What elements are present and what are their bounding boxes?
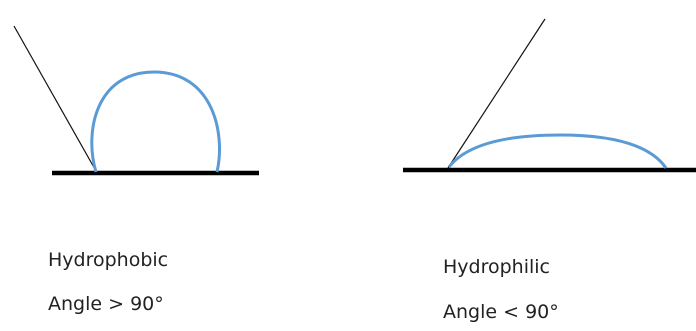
hydrophobic-tangent-line: [13, 25, 97, 172]
hydrophobic-title: Hydrophobic: [48, 249, 169, 271]
hydrophilic-angle-text: Angle < 90°: [443, 301, 559, 323]
hydrophobic-panel: [13, 25, 259, 176]
hydrophilic-title: Hydrophilic: [443, 256, 550, 278]
hydrophobic-angle-text: Angle > 90°: [48, 293, 164, 315]
hydrophobic-droplet: [90, 70, 221, 173]
hydrophilic-tangent-line: [447, 18, 546, 169]
hydrophilic-panel: [403, 18, 696, 173]
hydrophilic-droplet: [447, 133, 668, 169]
